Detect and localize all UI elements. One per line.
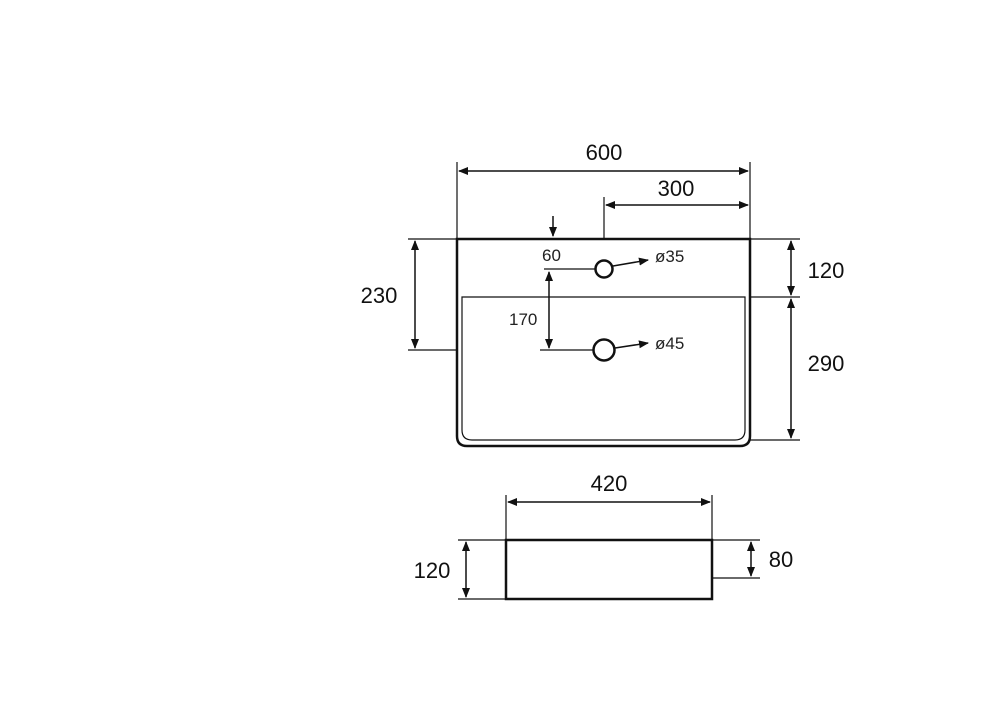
dimension-deck-depth: 120 <box>750 238 845 298</box>
drain-hole <box>592 338 616 362</box>
svg-text:170: 170 <box>509 310 537 329</box>
dimension-front-height: 120 <box>414 539 506 600</box>
svg-text:120: 120 <box>808 258 845 283</box>
dimension-drain-distance: 170 <box>509 271 594 351</box>
top-view: 600 300 60 ø35 170 ø45 <box>361 140 845 448</box>
tap-hole <box>594 259 614 279</box>
svg-text:120: 120 <box>414 558 451 583</box>
dimension-overall-width: 600 <box>456 140 751 239</box>
dimension-tap-offset: 300 <box>603 176 749 239</box>
svg-text:230: 230 <box>361 283 398 308</box>
dimension-tap-edge-offset: 60 <box>542 216 561 265</box>
svg-text:600: 600 <box>586 140 623 165</box>
svg-text:80: 80 <box>769 547 793 572</box>
svg-text:300: 300 <box>658 176 695 201</box>
front-view: 420 120 80 <box>414 471 793 601</box>
dimension-drain-from-back: 230 <box>361 238 457 351</box>
svg-text:420: 420 <box>591 471 628 496</box>
svg-text:ø45: ø45 <box>655 334 684 353</box>
bowl-outline <box>461 296 746 441</box>
svg-text:290: 290 <box>808 351 845 376</box>
front-outline <box>504 538 714 601</box>
dimension-bowl-depth: 290 <box>750 298 845 441</box>
dimension-front-inner-height: 80 <box>712 539 793 579</box>
basin-outline <box>455 237 752 448</box>
svg-text:ø35: ø35 <box>655 247 684 266</box>
callout-tap-diameter: ø35 <box>544 247 684 270</box>
dimension-front-width: 420 <box>505 471 713 540</box>
svg-text:60: 60 <box>542 246 561 265</box>
callout-drain-diameter: ø45 <box>614 334 684 353</box>
